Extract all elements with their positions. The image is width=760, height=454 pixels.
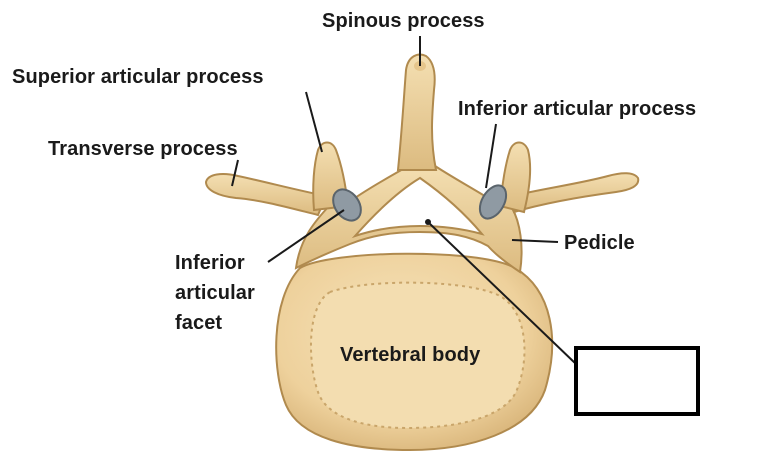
label-transverse-process: Transverse process bbox=[48, 136, 238, 162]
label-superior-articular-process: Superior articular process bbox=[12, 64, 264, 90]
label-pedicle: Pedicle bbox=[564, 230, 635, 256]
left-transverse-process-shape bbox=[206, 174, 326, 215]
right-transverse-process-shape bbox=[512, 173, 638, 212]
label-vertebral-body: Vertebral body bbox=[340, 342, 480, 368]
leader-line-inferior-articular-process bbox=[486, 124, 496, 188]
foramen-pointer-dot bbox=[425, 219, 431, 225]
leader-line-superior-articular-process bbox=[306, 92, 322, 152]
spinous-process-shape bbox=[398, 55, 436, 170]
label-inferior-articular-facet-line1: Inferior bbox=[175, 250, 245, 276]
label-inferior-articular-process: Inferior articular process bbox=[458, 96, 696, 122]
label-spinous-process: Spinous process bbox=[322, 8, 485, 34]
label-inferior-articular-facet-line3: facet bbox=[175, 310, 222, 336]
blank-answer-box[interactable] bbox=[574, 346, 700, 416]
label-inferior-articular-facet-line2: articular bbox=[175, 280, 255, 306]
